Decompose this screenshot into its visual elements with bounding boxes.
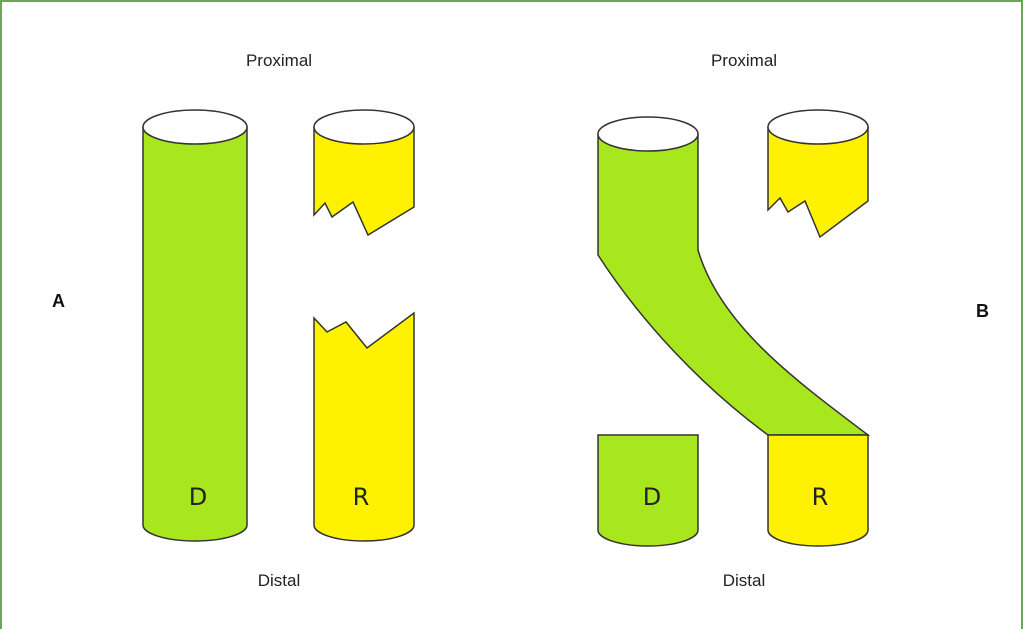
- panel-a-recipient-letter: R: [353, 483, 370, 511]
- panel-a-donor-vessel: D: [142, 109, 248, 542]
- panel-b-distal-label: Distal: [723, 571, 766, 590]
- panel-a-recipient-opening: [313, 109, 415, 145]
- panel-a-proximal-label: Proximal: [246, 51, 312, 70]
- panel-b-donor-letter: D: [643, 483, 661, 511]
- panel-b-recipient-letter: R: [812, 483, 829, 511]
- panel-a-recipient-distal-stump: R: [313, 311, 415, 542]
- panel-b-recipient-proximal-body: [767, 126, 869, 239]
- panel-a-recipient-proximal-stump: [313, 109, 415, 237]
- panel-a-letter: A: [52, 291, 65, 311]
- panel-b-donor-transposed-vessel: [597, 116, 871, 436]
- panel-b-donor-distal-stump: D: [597, 434, 699, 547]
- panel-b-proximal-label: Proximal: [711, 51, 777, 70]
- panel-a-recipient-proximal-body: [313, 126, 415, 237]
- panel-a-recipient-distal-body: [313, 311, 415, 542]
- panel-b-recipient-distal-body: [767, 434, 869, 547]
- panel-a-donor-opening: [142, 109, 248, 145]
- panel-b-recipient-proximal-stump: [767, 109, 869, 239]
- panel-a-distal-label: Distal: [258, 571, 301, 590]
- panel-b-recipient-distal-segment: R: [767, 434, 869, 547]
- panel-b-recipient-opening: [767, 109, 869, 145]
- panel-b-donor-opening: [597, 116, 699, 152]
- panel-b-donor-distal-body: [597, 434, 699, 547]
- panel-a-donor-body: [142, 126, 248, 542]
- panel-b-letter: B: [976, 301, 989, 321]
- panel-a-donor-letter: D: [189, 483, 207, 511]
